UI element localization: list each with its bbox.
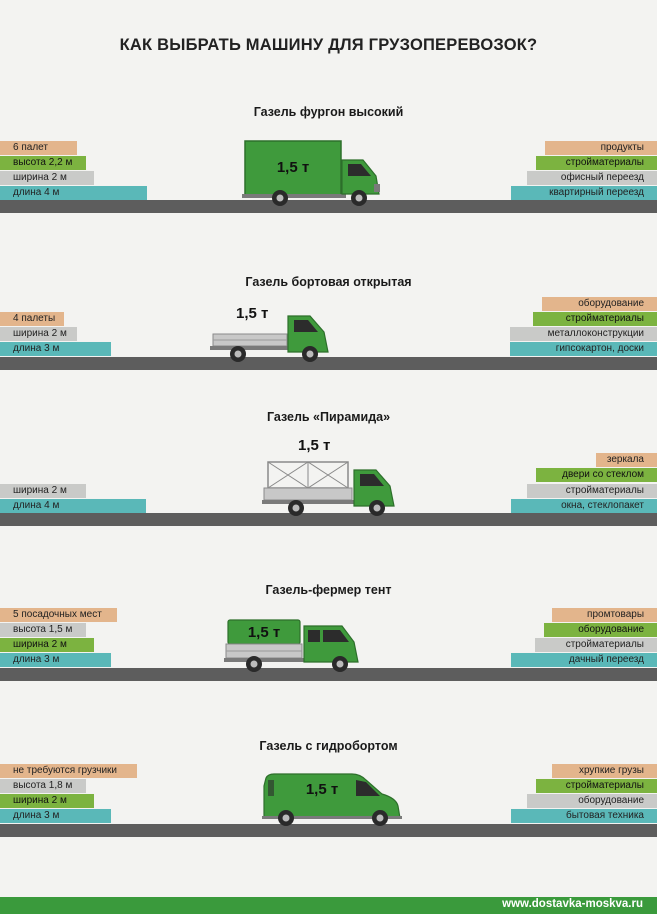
use-item: оборудование [527,794,657,808]
section-title: Газель «Пирамида» [266,410,391,424]
capacity-label: 1,5 т [298,437,331,454]
section-title: Газель бортовая открытая [245,275,412,289]
use-item: окна, стеклопакет [511,499,657,513]
capacity-label: 1,5 т [277,159,309,176]
section-lift: Газель с гидробортом не требуются грузчи… [0,0,657,837]
use-item: стройматериалы [527,484,657,498]
spec-item: длина 3 м [0,653,111,667]
spec-item: ширина 2 м [0,484,86,498]
use-item: офисный переезд [527,171,657,185]
use-item: оборудование [544,623,657,637]
capacity-label: 1,5 т [306,781,338,798]
use-item: стройматериалы [536,156,657,170]
road [0,668,657,681]
spec-item: длина 3 м [0,809,111,823]
use-item: стройматериалы [536,779,657,793]
use-item: продукты [545,141,657,155]
use-item: стройматериалы [535,638,657,652]
footer-url[interactable]: www.dostavka-moskva.ru [502,898,643,910]
section-title: Газель с гидробортом [259,739,398,753]
use-item: оборудование [542,297,657,311]
use-item: гипсокартон, доски [510,342,657,356]
use-item: бытовая техника [511,809,657,823]
spec-item: не требуются грузчики [0,764,137,778]
road [0,200,657,213]
section-title: Газель фургон высокий [253,105,404,119]
section-pyramid: Газель «Пирамида» ширина 2 м длина 4 м з… [0,0,657,526]
spec-item: длина 4 м [0,186,147,200]
capacity-label: 1,5 т [236,305,269,322]
use-item: квартирный переезд [511,186,657,200]
spec-item: высота 2,2 м [0,156,86,170]
pyramid-truck-icon [262,461,395,516]
spec-item: высота 1,8 м [0,779,86,793]
spec-item: ширина 2 м [0,327,77,341]
spec-item: 6 палет [0,141,77,155]
road [0,357,657,370]
use-item: металлоконструкции [510,327,657,341]
section-farmer: Газель-фермер тент 5 посадочных мест выс… [0,0,657,681]
spec-item: высота 1,5 м [0,623,86,637]
use-item: стройматериалы [533,312,657,326]
use-item: зеркала [596,453,657,467]
section-flatbed: Газель бортовая открытая 4 палеты ширина… [0,0,657,370]
use-item: хрупкие грузы [552,764,657,778]
use-item: двери со стеклом [536,468,657,482]
spec-item: длина 4 м [0,499,146,513]
spec-item: ширина 2 м [0,171,94,185]
flatbed-truck-icon [210,315,329,362]
lift-van-icon: 1,5 т [262,773,402,826]
page-title: КАК ВЫБРАТЬ МАШИНУ ДЛЯ ГРУЗОПЕРЕВОЗОК? [119,36,538,54]
use-item: дачный переезд [511,653,657,667]
footer-bar: www.dostavka-moskva.ru [0,897,657,914]
spec-item: длина 3 м [0,342,111,356]
road [0,513,657,526]
spec-item: ширина 2 м [0,794,94,808]
spec-item: 5 посадочных мест [0,608,117,622]
road [0,824,657,837]
spec-item: ширина 2 м [0,638,94,652]
use-item: промтовары [552,608,657,622]
farmer-truck-icon: 1,5 т [224,619,359,672]
capacity-label: 1,5 т [248,624,280,641]
section-title: Газель-фермер тент [265,583,392,597]
section-van: Газель фургон высокий 6 палет высота 2,2… [0,0,657,213]
spec-item: 4 палеты [0,312,64,326]
van-truck-icon: 1,5 т [242,140,380,206]
